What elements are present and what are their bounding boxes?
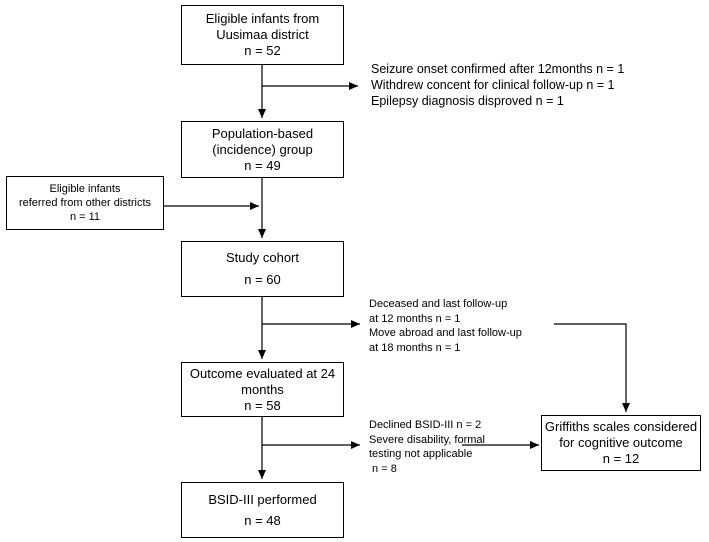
arrow-exclusions2-to-griffiths [554, 323, 630, 412]
exclusion-note-1: Seizure onset confirmed after 12months n… [371, 62, 625, 108]
box-eligible-other-districts: Eligible infants referred from other dis… [6, 176, 164, 230]
box-population-group: Population-based (incidence) group n = 4… [181, 121, 344, 178]
exclusion-note-2: Deceased and last follow-up at 12 months… [369, 298, 522, 354]
exclusion-note-3: Declined BSID-III n = 2 Severe disabilit… [369, 419, 485, 475]
box-bsid-performed: BSID-III performed n = 48 [181, 482, 344, 538]
box-eligible-uusimaa: Eligible infants from Uusimaa district n… [181, 5, 344, 65]
box-griffiths: Griffiths scales considered for cognitiv… [541, 415, 701, 471]
box-outcome-24-months: Outcome evaluated at 24 months n = 58 [181, 362, 344, 417]
box-study-cohort: Study cohort n = 60 [181, 241, 344, 297]
